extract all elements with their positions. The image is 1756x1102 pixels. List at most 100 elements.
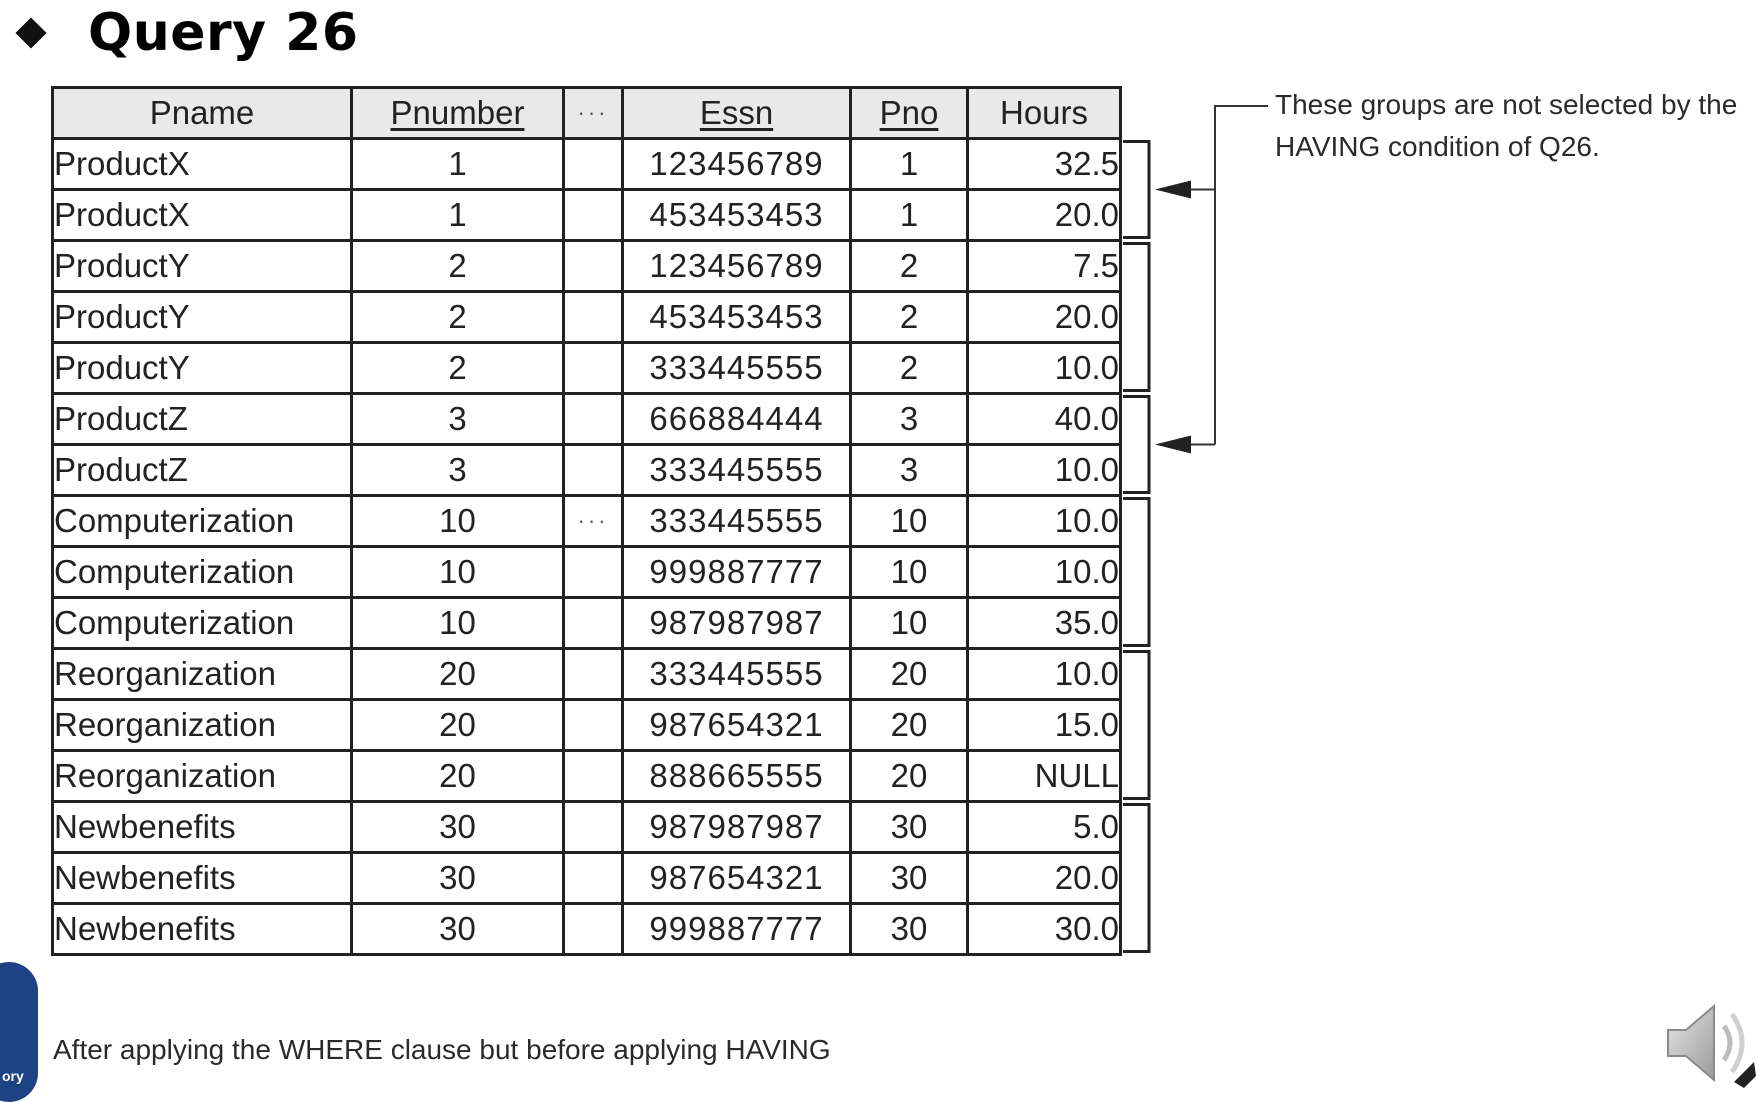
cell-pno: 1 <box>849 188 969 242</box>
cell-ellipsis <box>562 137 624 191</box>
cell-essn: 453453453 <box>621 188 852 242</box>
cell-pname: Computerization <box>51 596 353 650</box>
cell-pname: ProductX <box>51 137 353 191</box>
annotation-arrowhead <box>1155 180 1191 199</box>
cell-hours: 20.0 <box>966 290 1122 344</box>
cell-pno: 2 <box>849 341 969 395</box>
cell-pnumber: 2 <box>350 341 565 395</box>
cell-essn: 987987987 <box>621 596 852 650</box>
cell-pno: 20 <box>849 749 969 803</box>
cell-hours: 30.0 <box>966 902 1122 956</box>
cell-pno: 2 <box>849 239 969 293</box>
table-header-row: Pname Pnumber ··· Essn Pno Hours <box>51 86 1122 140</box>
cell-pno: 1 <box>849 137 969 191</box>
group-bracket <box>1123 497 1151 647</box>
speaker-icon[interactable] <box>1664 996 1756 1090</box>
cell-hours: 7.5 <box>966 239 1122 293</box>
table-caption: After applying the WHERE clause but befo… <box>53 1034 831 1065</box>
cell-ellipsis <box>562 800 624 854</box>
cell-pname: ProductY <box>51 239 353 293</box>
cell-pnumber: 1 <box>350 137 565 191</box>
header-pname: Pname <box>51 86 353 140</box>
cell-essn: 987654321 <box>621 698 852 752</box>
cell-pnumber: 3 <box>350 443 565 497</box>
cell-hours: 32.5 <box>966 137 1122 191</box>
cell-essn: 987654321 <box>621 851 852 905</box>
annotation-text: These groups are not selected by the HAV… <box>1275 89 1738 162</box>
cell-essn: 453453453 <box>621 290 852 344</box>
annotation-arrowhead <box>1155 435 1191 454</box>
cell-hours: 10.0 <box>966 545 1122 599</box>
cell-pno: 30 <box>849 851 969 905</box>
cell-pno: 20 <box>849 698 969 752</box>
cell-essn: 333445555 <box>621 443 852 497</box>
cell-hours: 40.0 <box>966 392 1122 446</box>
cell-pnumber: 2 <box>350 239 565 293</box>
cell-pnumber: 30 <box>350 851 565 905</box>
cell-pname: ProductZ <box>51 443 353 497</box>
cell-ellipsis <box>562 698 624 752</box>
group-bracket <box>1123 242 1151 392</box>
cell-hours: 20.0 <box>966 188 1122 242</box>
cell-pno: 2 <box>849 290 969 344</box>
cell-pname: ProductX <box>51 188 353 242</box>
header-essn: Essn <box>621 86 852 140</box>
cell-ellipsis <box>562 851 624 905</box>
cell-pnumber: 1 <box>350 188 565 242</box>
cell-essn: 333445555 <box>621 341 852 395</box>
cell-pname: Reorganization <box>51 647 353 701</box>
cell-pno: 30 <box>849 902 969 956</box>
cell-hours: 10.0 <box>966 647 1122 701</box>
cell-pname: ProductZ <box>51 392 353 446</box>
cell-pno: 20 <box>849 647 969 701</box>
cell-hours: 10.0 <box>966 443 1122 497</box>
cell-pno: 10 <box>849 545 969 599</box>
cell-hours: 20.0 <box>966 851 1122 905</box>
header-ellipsis: ··· <box>562 86 624 140</box>
cell-essn: 333445555 <box>621 647 852 701</box>
cell-pname: ProductY <box>51 341 353 395</box>
cell-ellipsis <box>562 188 624 242</box>
header-pno: Pno <box>849 86 969 140</box>
cell-essn: 999887777 <box>621 902 852 956</box>
logo-corner: ory <box>0 962 38 1102</box>
cell-pno: 10 <box>849 596 969 650</box>
cell-pname: Computerization <box>51 494 353 548</box>
cell-pname: Reorganization <box>51 698 353 752</box>
cell-hours: 5.0 <box>966 800 1122 854</box>
cell-essn: 123456789 <box>621 239 852 293</box>
cell-pno: 3 <box>849 392 969 446</box>
works-on-project-table: Pname Pnumber ··· Essn Pno Hours Product… <box>51 86 1122 956</box>
cell-ellipsis <box>562 392 624 446</box>
cell-hours: 10.0 <box>966 494 1122 548</box>
cell-ellipsis <box>562 902 624 956</box>
cell-ellipsis <box>562 596 624 650</box>
cell-pname: Newbenefits <box>51 902 353 956</box>
cell-pnumber: 20 <box>350 749 565 803</box>
cell-pnumber: 30 <box>350 902 565 956</box>
cell-essn: 123456789 <box>621 137 852 191</box>
cell-pname: Newbenefits <box>51 851 353 905</box>
cell-essn: 888665555 <box>621 749 852 803</box>
cell-pname: Computerization <box>51 545 353 599</box>
cell-ellipsis <box>562 290 624 344</box>
logo-text: ory <box>2 1068 24 1084</box>
group-bracket <box>1123 140 1151 239</box>
group-bracket <box>1123 650 1151 800</box>
cell-ellipsis <box>562 545 624 599</box>
